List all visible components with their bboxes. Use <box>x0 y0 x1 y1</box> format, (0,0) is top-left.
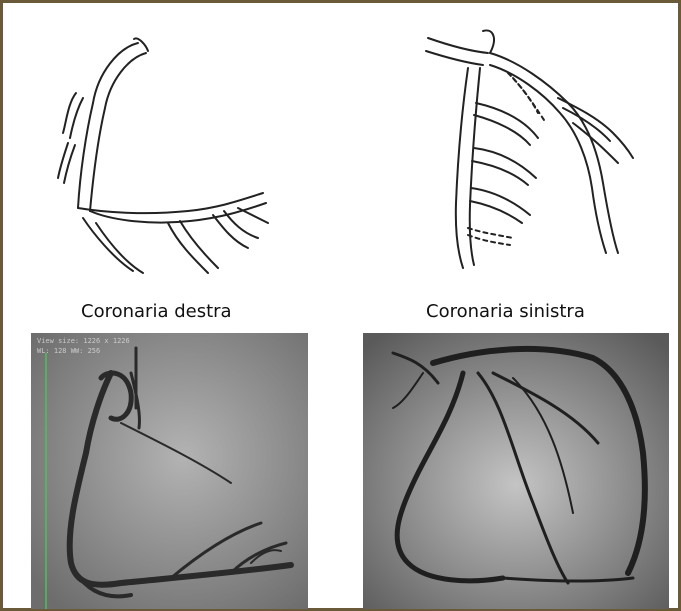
right-coronary-sketch <box>38 33 288 283</box>
left-coronary-sketch <box>398 23 658 283</box>
right-coronary-angiogram: View size: 1226 x 1226 WL: 128 WW: 256 <box>31 333 308 609</box>
left-coronary-label: Coronaria sinistra <box>426 301 585 322</box>
right-coronary-label: Coronaria destra <box>81 301 232 322</box>
view-size-readout: View size: 1226 x 1226 <box>37 337 130 345</box>
left-coronary-angiogram <box>363 333 669 609</box>
window-level-readout: WL: 128 WW: 256 <box>37 347 100 355</box>
